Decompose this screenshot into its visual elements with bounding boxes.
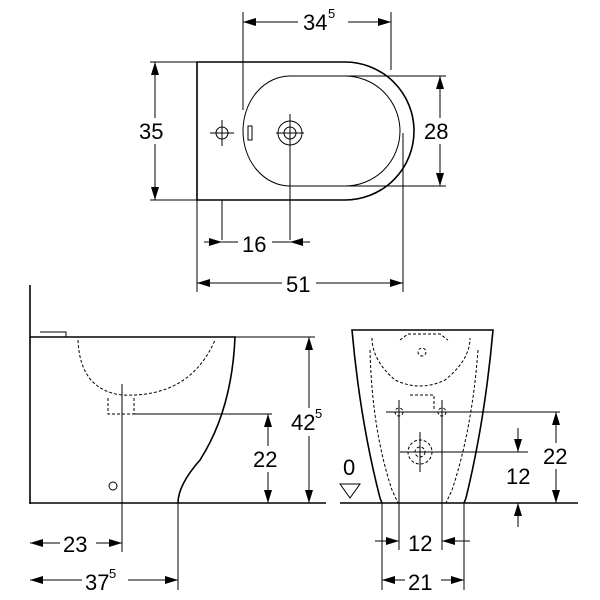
dim-depth-total: 35	[139, 119, 163, 144]
arrow	[165, 576, 178, 584]
arrow	[378, 18, 391, 26]
arrow	[382, 576, 395, 584]
arrow	[514, 439, 522, 452]
arrow	[436, 173, 444, 186]
label-bg	[238, 230, 272, 256]
dim-outlet-height-front: 22	[543, 444, 567, 469]
front-view-inner-hidden	[369, 349, 479, 504]
arrow	[30, 576, 43, 584]
dim-connection-spacing: 12	[408, 531, 432, 556]
overflow-slot	[247, 125, 253, 141]
side-view-bowl-hidden	[77, 339, 216, 396]
dim-outlet-distance: 23	[63, 532, 87, 557]
label-bg	[282, 271, 316, 297]
dim-offset: 16	[242, 232, 266, 257]
floor-level-triangle	[339, 483, 361, 499]
arrow	[151, 187, 159, 200]
arrow	[451, 576, 464, 584]
front-view-outline	[351, 329, 494, 504]
label-bg	[540, 443, 578, 469]
label-bg	[420, 118, 460, 144]
side-view-outline	[30, 336, 236, 504]
arrow	[386, 537, 399, 545]
front-view-rim-hidden	[399, 333, 449, 341]
side-view-outlet-hidden	[107, 398, 135, 415]
arrow	[390, 279, 403, 287]
front-view-overflow-hidden	[417, 347, 427, 357]
label-bg	[136, 118, 176, 144]
arrow	[305, 337, 313, 350]
dim-outlet-height-side: 22	[253, 447, 277, 472]
arrow	[264, 414, 272, 427]
label-bg	[82, 566, 128, 594]
arrow	[305, 490, 313, 503]
dim-length-total: 51	[286, 272, 310, 297]
front-view: 0 22 12 12 21	[339, 329, 578, 595]
front-view-outlet-hidden	[410, 394, 435, 410]
side-view: 42 5 22 23 37 5	[29, 285, 334, 595]
floor-level-label: 0	[343, 455, 355, 480]
arrow	[151, 62, 159, 75]
dim-connection-height: 12	[506, 464, 530, 489]
label-bg	[60, 531, 96, 557]
dim-base-length-sup: 5	[109, 566, 116, 581]
arrow	[243, 18, 256, 26]
dim-height: 42	[291, 410, 315, 435]
arrow	[264, 490, 272, 503]
arrow	[442, 537, 455, 545]
arrow	[290, 238, 303, 246]
top-view-bowl	[242, 75, 401, 187]
arrow	[552, 412, 560, 425]
arrow	[552, 490, 560, 503]
floor-fixing	[108, 481, 118, 491]
label-bg	[288, 408, 334, 436]
arrow	[436, 76, 444, 89]
arrow	[197, 279, 210, 287]
top-view-outline	[196, 61, 415, 201]
label-bg	[405, 568, 441, 594]
dim-width-bowl: 34	[303, 10, 327, 35]
front-view-basin-hidden	[371, 337, 471, 387]
arrow	[30, 539, 43, 547]
label-bg	[250, 446, 286, 472]
side-view-rim-top	[40, 331, 67, 337]
dim-depth-bowl: 28	[424, 119, 448, 144]
dim-height-sup: 5	[315, 406, 322, 421]
label-bg	[298, 8, 348, 34]
arrow	[109, 539, 122, 547]
dim-base-width: 21	[408, 570, 432, 595]
dim-width-bowl-sup: 5	[328, 6, 335, 21]
top-view: 34 5 35 28 16 51	[136, 6, 460, 297]
dim-base-length: 37	[85, 570, 109, 595]
arrow	[514, 503, 522, 516]
arrow	[209, 238, 222, 246]
